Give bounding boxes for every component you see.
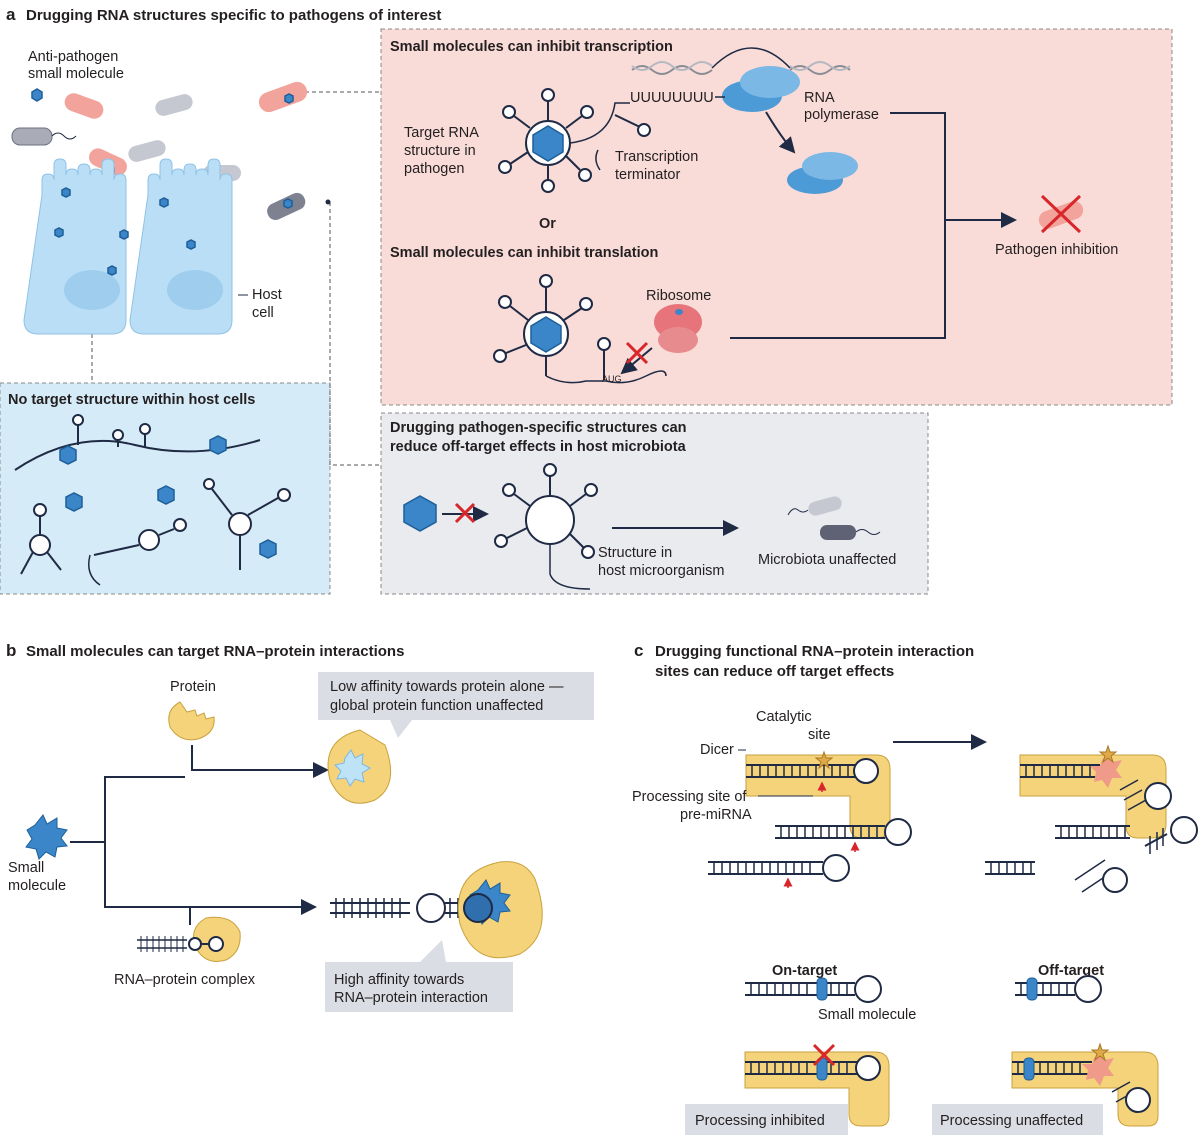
low-affinity-line1: Low affinity towards protein alone — [330, 679, 564, 695]
small-molecule-label-line1: Small [8, 860, 44, 876]
target-rna-structure [498, 88, 651, 193]
microbiota-box-border [380, 412, 929, 595]
pathogen-bacteria-icons [64, 81, 308, 176]
panel-b: b Small molecules can target RNA–protein… [6, 641, 594, 1012]
on-target-label: On-target [772, 963, 837, 979]
microbiota-inhibit-cross [454, 502, 476, 524]
microbiota-unaffected-label: Microbiota unaffected [758, 552, 896, 568]
panel-c-title-line1: Drugging functional RNA–protein interact… [655, 643, 974, 660]
protein-icon [168, 701, 215, 741]
polymerase-release-arrow [765, 111, 796, 154]
uuu-sequence: UUUUUUUU [630, 90, 714, 106]
rna-protein-complex-label: RNA–protein complex [114, 972, 256, 988]
branch-upper [70, 776, 185, 843]
panel-c-title-line2: sites can reduce off target effects [655, 663, 894, 680]
structure-host-label-line2: host microorganism [598, 563, 725, 579]
small-molecule-legend-icon [31, 88, 43, 102]
panel-a-letter: a [6, 5, 16, 24]
translation-title: Small molecules can inhibit translation [390, 245, 658, 261]
dicer-pre-mirna-left [745, 750, 891, 839]
pre-mirna-copies [708, 818, 912, 888]
microbiota-title-line1: Drugging pathogen-specific structures ca… [390, 420, 687, 436]
terminator-label-line2: terminator [615, 167, 680, 183]
panel-c: c Drugging functional RNA–protein intera… [632, 641, 1198, 1135]
ribosome-icon [654, 304, 702, 353]
rna-polymerase-label-line2: polymerase [804, 107, 879, 123]
rna-polymerase-icon [722, 66, 800, 112]
catalytic-site-line1: Catalytic [756, 709, 812, 725]
protein-label: Protein [170, 679, 216, 695]
panel-b-title: Small molecules can target RNA–protein i… [26, 643, 404, 660]
pathogen-inhibition-label: Pathogen inhibition [995, 242, 1118, 258]
rna-protein-complex-icon [137, 916, 241, 962]
transcription-box-border [380, 28, 1173, 406]
host-microbe-rna-structure [494, 463, 598, 590]
legend-small-molecule-line1: Anti-pathogen [28, 49, 118, 65]
host-rna-structures [14, 414, 291, 586]
microbiota-icons [787, 496, 881, 540]
branch-lower [104, 842, 317, 915]
processing-inhibited-label: Processing inhibited [695, 1113, 825, 1129]
processing-unaffected-dicer [1011, 1042, 1159, 1127]
protein-alone-arrow [191, 745, 329, 778]
target-rna-label-line1: Target RNA [404, 125, 479, 141]
dicer-processed-right [985, 744, 1198, 893]
small-molecule-label-c: Small molecule [818, 1007, 916, 1023]
inhibit-cross-icon [625, 341, 649, 365]
merge-line [730, 112, 946, 339]
structure-host-label-line1: Structure in [598, 545, 672, 561]
host-cells [23, 158, 248, 335]
released-polymerase-icon [787, 152, 858, 194]
no-target-title: No target structure within host cells [8, 392, 255, 408]
small-molecule-icon [25, 814, 68, 860]
panel-b-letter: b [6, 641, 16, 660]
processing-inhibited-callout [685, 1104, 848, 1135]
translation-rna-structure: AUG [493, 274, 667, 384]
microbiota-title-line2: reduce off-target effects in host microb… [390, 439, 687, 455]
panel-a: a Drugging RNA structures specific to pa… [0, 5, 1173, 595]
high-affinity-callout [325, 962, 513, 1012]
off-target-rna [1015, 975, 1102, 1003]
processing-site-line2: pre-miRNA [680, 807, 752, 823]
small-molecule-label-line2: molecule [8, 878, 66, 894]
off-target-label: Off-target [1038, 963, 1104, 979]
ribosome-label: Ribosome [646, 288, 711, 304]
protein-with-small-molecule [327, 729, 392, 804]
low-affinity-callout [318, 672, 594, 720]
on-target-rna [745, 975, 882, 1003]
dna-helix [631, 47, 851, 75]
panel-a-title: Drugging RNA structures specific to path… [26, 7, 441, 24]
high-affinity-line1: High affinity towards [334, 972, 464, 988]
processing-site-line1: Processing site of [632, 789, 747, 805]
commensal-bacteria-icons [11, 94, 306, 220]
target-rna-label-line2: structure in [404, 143, 476, 159]
host-cell-label-line1: Host [252, 287, 282, 303]
dicer-label: Dicer [700, 742, 734, 758]
processing-inhibited-dicer [744, 1043, 890, 1127]
rna-polymerase-label-line1: RNA [804, 90, 835, 106]
transcription-title: Small molecules can inhibit transcriptio… [390, 39, 673, 55]
target-rna-label-line3: pathogen [404, 161, 464, 177]
legend-small-molecule-line2: small molecule [28, 66, 124, 82]
processing-unaffected-callout [932, 1104, 1103, 1135]
terminator-label-line1: Transcription [615, 149, 698, 165]
panel-c-letter: c [634, 641, 643, 660]
or-label: Or [539, 216, 556, 232]
host-cell-label-line2: cell [252, 305, 274, 321]
low-affinity-line2: global protein function unaffected [330, 698, 543, 714]
ribosome-blocked-arrow [620, 347, 653, 375]
inhibited-pathogen-icon [1038, 194, 1084, 234]
microbiota-small-molecule-icon [403, 495, 437, 532]
high-affinity-line2: RNA–protein interaction [334, 990, 488, 1006]
catalytic-site-line2: site [808, 727, 831, 743]
svg-text:AUG: AUG [602, 374, 622, 384]
processing-unaffected-label: Processing unaffected [940, 1113, 1083, 1129]
rna-small-molecule-protein-complex [330, 861, 543, 959]
host-cell-box-border [0, 382, 331, 595]
connector-microbe-to-microbiota [329, 202, 381, 466]
